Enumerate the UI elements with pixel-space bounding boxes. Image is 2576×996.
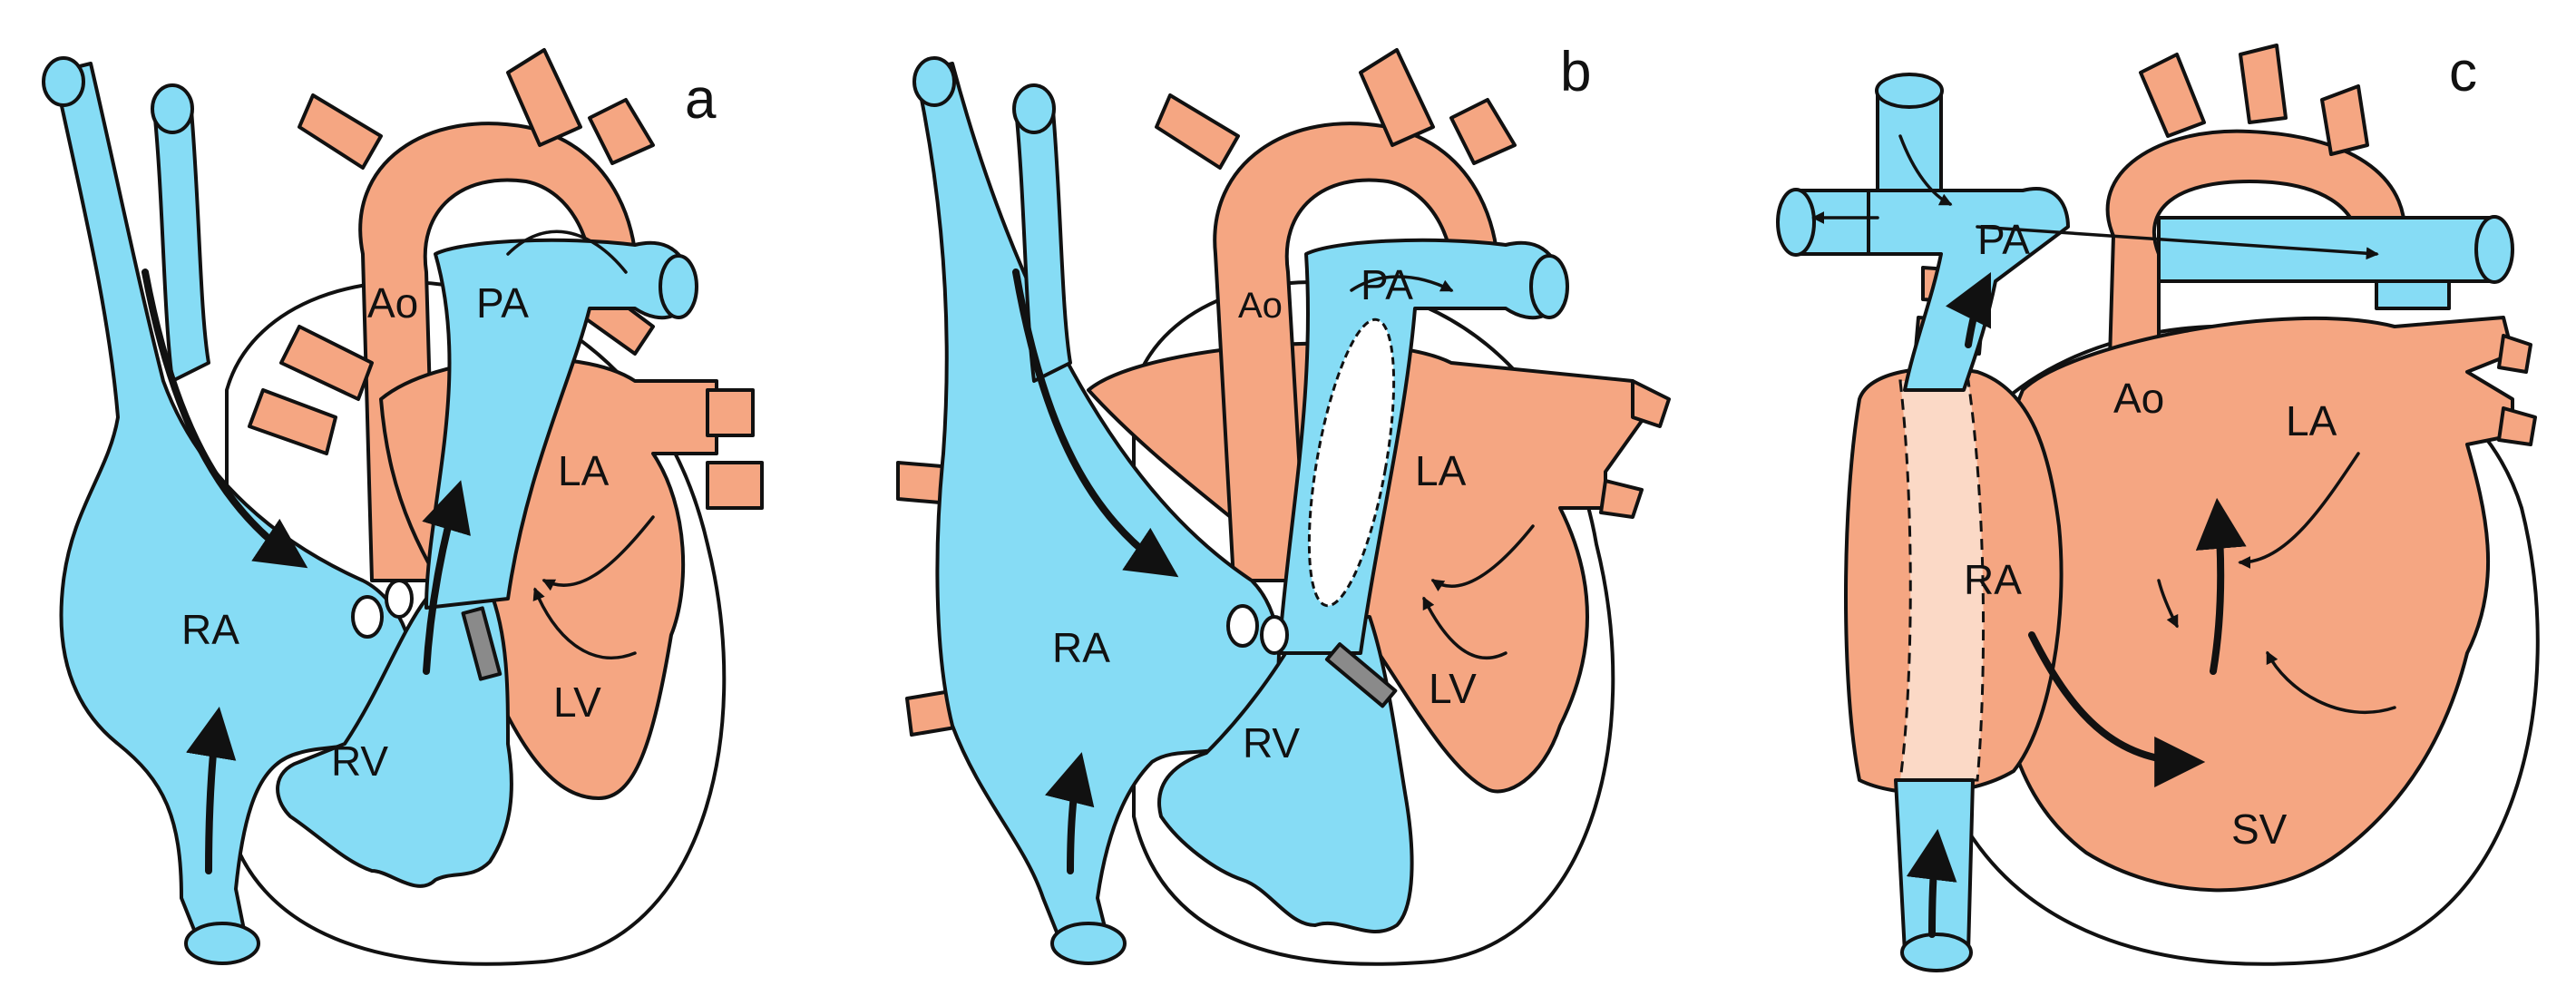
label-pa: PA (476, 279, 529, 327)
label-rv: RV (331, 737, 388, 785)
patch (1307, 317, 1396, 608)
label-ra: RA (1052, 624, 1110, 671)
panel-c: PA Ao LA RA SV c (1776, 41, 2540, 972)
label-ra: RA (181, 606, 239, 653)
label-ao: Ao (2113, 375, 2164, 422)
panel-a: Ao PA LA RA RV LV a (42, 48, 764, 966)
label-ao: Ao (1238, 286, 1283, 326)
label-pa: PA (1361, 261, 1413, 308)
panel-letter-c: c (2449, 41, 2477, 103)
label-lv: LV (1429, 665, 1477, 712)
label-la: LA (558, 447, 610, 494)
label-ra: RA (1964, 556, 2022, 603)
pulmonary-artery (1867, 187, 2070, 392)
label-sv: SV (2231, 806, 2288, 853)
extracardiac-conduit (1898, 379, 1986, 782)
label-la: LA (2286, 397, 2337, 444)
label-lv: LV (553, 679, 601, 726)
label-ao: Ao (367, 279, 418, 327)
panel-b: Ao PA LA RA RV LV b (896, 41, 1671, 966)
panel-letter-b: b (1560, 41, 1591, 103)
panel-letter-a: a (685, 68, 717, 131)
label-la: LA (1415, 447, 1467, 494)
label-pa: PA (1977, 216, 2030, 263)
label-rv: RV (1243, 719, 1300, 767)
